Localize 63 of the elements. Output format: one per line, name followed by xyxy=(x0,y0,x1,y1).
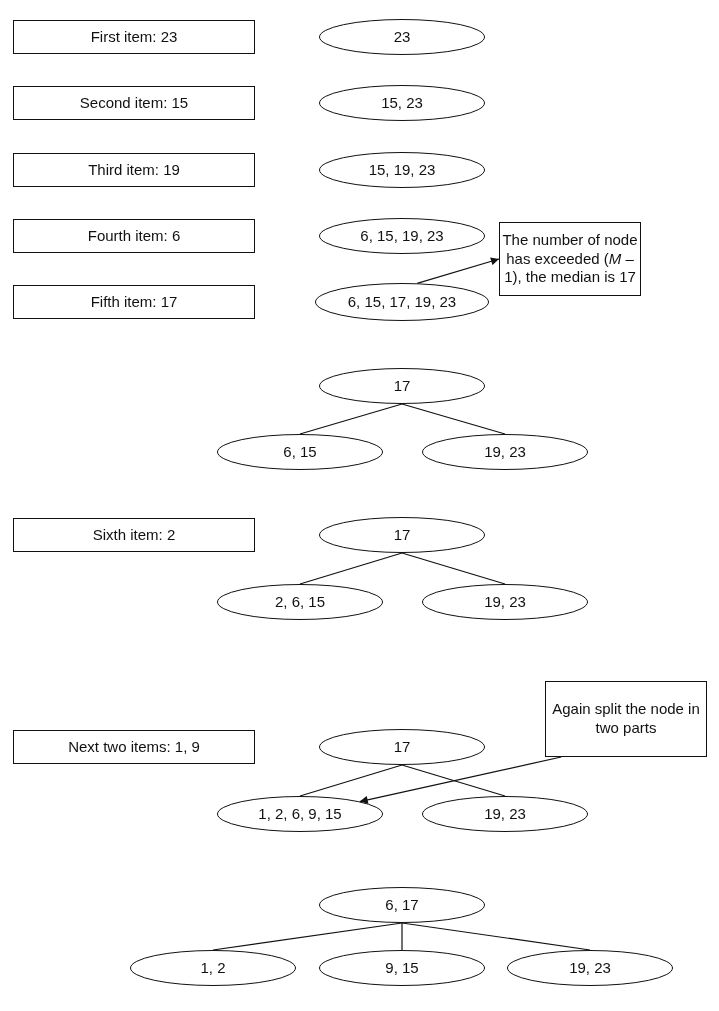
ellipse-node xyxy=(319,950,485,986)
node-text: 9, 15 xyxy=(385,958,419,978)
item-box xyxy=(13,20,255,54)
node-text: Next two items: 1, 9 xyxy=(68,737,200,757)
node-text: 6, 15, 17, 19, 23 xyxy=(347,292,457,312)
node-text: 15, 23 xyxy=(381,93,423,113)
node-text: 17 xyxy=(393,525,411,545)
node-text: The number of node has exceeded (M – 1), the median is 17 xyxy=(501,230,639,288)
ellipse-node xyxy=(319,152,485,188)
node-text: First item: 23 xyxy=(90,27,178,47)
connector-line xyxy=(299,764,403,797)
node-text: 17 xyxy=(393,737,411,757)
connector-line xyxy=(299,552,403,585)
ellipse-node xyxy=(319,218,485,254)
ellipse-node xyxy=(422,434,588,470)
node-text: 1, 2 xyxy=(200,958,226,978)
item-box xyxy=(13,153,255,187)
node-text: 19, 23 xyxy=(484,804,526,824)
node-text: 17 xyxy=(393,376,411,396)
node-text: Third item: 19 xyxy=(88,160,180,180)
node-text: 19, 23 xyxy=(484,592,526,612)
node-text: 15, 19, 23 xyxy=(368,160,436,180)
ellipse-node xyxy=(422,796,588,832)
item-box xyxy=(13,219,255,253)
node-text: 23 xyxy=(393,27,411,47)
ellipse-node xyxy=(507,950,673,986)
arrow xyxy=(416,257,500,284)
item-box xyxy=(13,285,255,319)
ellipse-node xyxy=(319,887,485,923)
connector-line xyxy=(401,552,506,585)
node-text: 1, 2, 6, 9, 15 xyxy=(258,804,342,824)
connector-line xyxy=(401,764,506,797)
callout-box xyxy=(499,222,641,296)
node-text: Sixth item: 2 xyxy=(92,525,176,545)
node-text: 6, 17 xyxy=(385,895,419,915)
ellipse-node xyxy=(319,729,485,765)
node-text: Again split the node in two parts xyxy=(551,700,701,738)
ellipse-node xyxy=(217,796,383,832)
node-text: 6, 15 xyxy=(283,442,317,462)
callout-box xyxy=(545,681,707,757)
node-text: 19, 23 xyxy=(569,958,611,978)
ellipse-node xyxy=(319,85,485,121)
item-box xyxy=(13,86,255,120)
ellipse-node xyxy=(315,283,489,321)
node-text: 19, 23 xyxy=(484,442,526,462)
connector-line xyxy=(401,922,403,951)
ellipse-node xyxy=(319,517,485,553)
node-text: Fifth item: 17 xyxy=(90,292,178,312)
item-box xyxy=(13,730,255,764)
node-text: 6, 15, 19, 23 xyxy=(360,226,444,246)
ellipse-node xyxy=(130,950,296,986)
connector-line xyxy=(401,403,506,435)
ellipse-node xyxy=(319,19,485,55)
node-text: Second item: 15 xyxy=(79,93,189,113)
node-text: 2, 6, 15 xyxy=(274,592,325,612)
ellipse-node xyxy=(422,584,588,620)
arrow xyxy=(359,756,562,804)
ellipse-node xyxy=(319,368,485,404)
connector-line xyxy=(299,403,403,435)
ellipse-node xyxy=(217,584,383,620)
item-box xyxy=(13,518,255,552)
node-text: Fourth item: 6 xyxy=(87,226,181,246)
ellipse-node xyxy=(217,434,383,470)
